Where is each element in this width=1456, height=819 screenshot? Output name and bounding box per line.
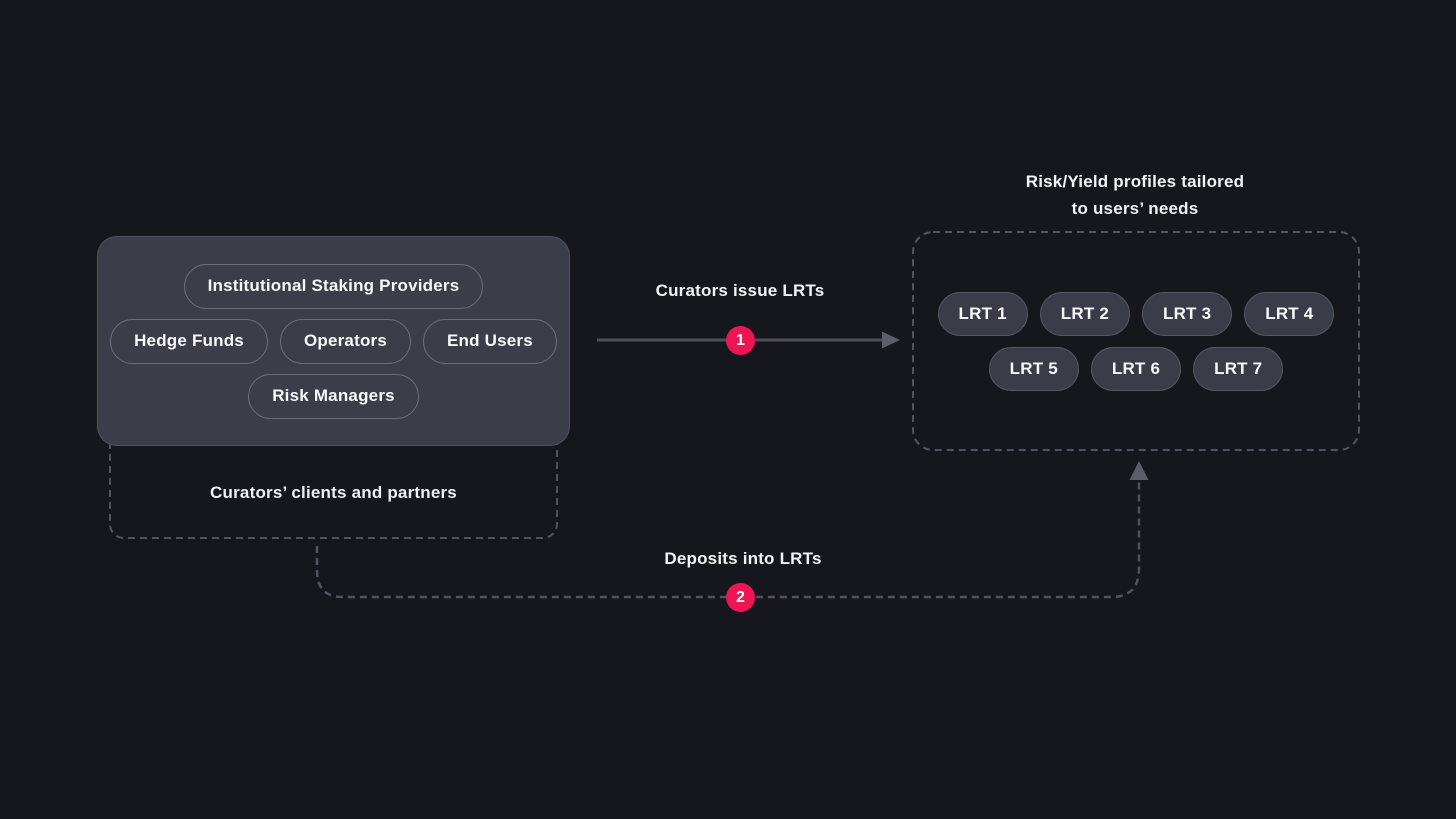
client-pill-row: Risk Managers [248, 373, 419, 419]
curators-clients-box: Institutional Staking Providers Hedge Fu… [97, 236, 570, 446]
pill-institutional-staking-providers: Institutional Staking Providers [183, 263, 484, 309]
pill-operators: Operators [279, 318, 412, 364]
pill-risk-managers: Risk Managers [248, 373, 419, 419]
pill-hedge-funds: Hedge Funds [110, 318, 268, 364]
pill-lrt-7: LRT 7 [1193, 347, 1284, 391]
curators-clients-caption: Curators’ clients and partners [210, 483, 457, 502]
lrt-pill-row: LRT 1 LRT 2 LRT 3 LRT 4 [913, 292, 1359, 336]
arrow-up-icon [1129, 461, 1149, 480]
flow2-label: Deposits into LRTs [664, 549, 822, 568]
lrt-box-title: Risk/Yield profiles tailored to users’ n… [908, 168, 1362, 222]
flow2-step-badge: 2 [726, 583, 755, 612]
lrt-pill-row: LRT 5 LRT 6 LRT 7 [913, 347, 1359, 391]
pill-lrt-5: LRT 5 [988, 347, 1079, 391]
lrt-box-title-line2: to users’ needs [1071, 199, 1199, 218]
flow1-label: Curators issue LRTs [655, 281, 825, 300]
pill-lrt-1: LRT 1 [937, 292, 1028, 336]
pill-lrt-4: LRT 4 [1244, 292, 1335, 336]
client-pill-row: Hedge Funds Operators End Users [110, 318, 557, 364]
arrow-right-icon [882, 331, 900, 349]
pill-lrt-6: LRT 6 [1090, 347, 1182, 391]
client-pill-row: Institutional Staking Providers [183, 263, 484, 309]
lrt-box-title-line1: Risk/Yield profiles tailored [1025, 172, 1245, 191]
pill-lrt-2: LRT 2 [1039, 292, 1130, 336]
lrt-pills-group: LRT 1 LRT 2 LRT 3 LRT 4 LRT 5 LRT 6 LRT … [913, 292, 1359, 391]
flow1-step-badge: 1 [726, 326, 755, 355]
pill-end-users: End Users [423, 318, 557, 364]
pill-lrt-3: LRT 3 [1142, 292, 1233, 336]
